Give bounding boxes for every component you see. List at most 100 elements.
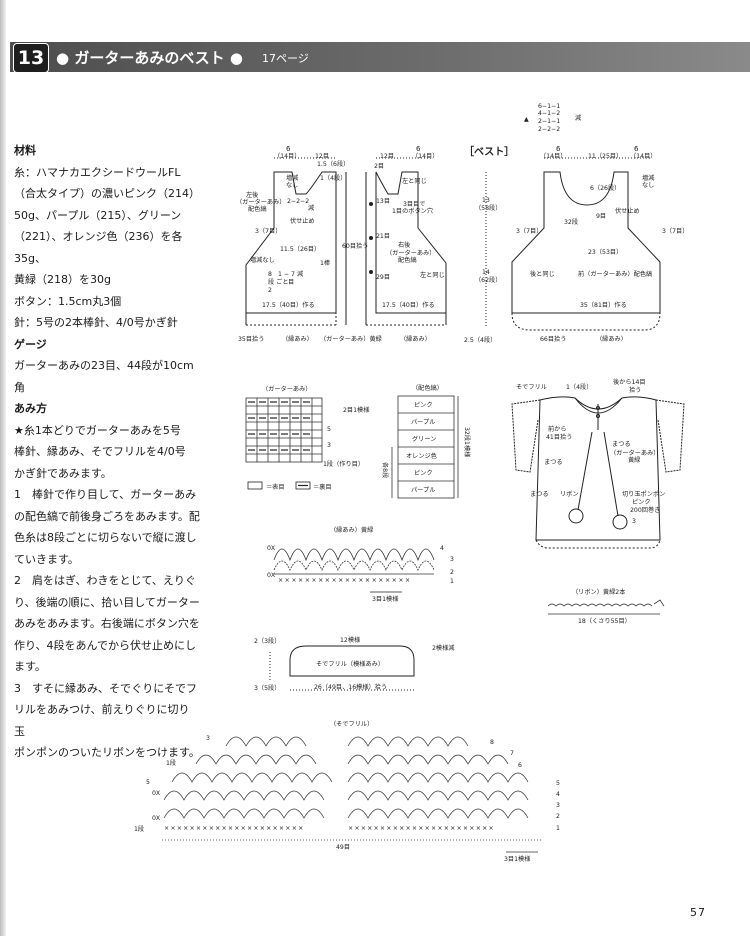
garment-label: 3 xyxy=(632,518,636,525)
vest-schematic xyxy=(485,157,661,331)
dim-label: 1目のボタン穴 xyxy=(392,207,433,215)
row-label: 2 xyxy=(556,813,560,820)
color-label: オレンジ色 xyxy=(406,452,437,460)
dim-label: 伏せ止め xyxy=(290,217,315,225)
row-label: 1段 xyxy=(134,825,144,833)
pattern-title-text: ガーターあみのベスト xyxy=(74,49,225,67)
dim-label: 2 xyxy=(268,287,272,294)
row-label: 3 xyxy=(206,735,210,742)
left-sleeve-frill xyxy=(511,399,541,473)
right-back-outline xyxy=(375,171,447,314)
dim-label: 9目 xyxy=(596,213,606,220)
dim-label: 左と同じ xyxy=(420,271,445,279)
garment-label: 拾う xyxy=(629,386,641,394)
garter-chart-grid xyxy=(245,397,323,463)
row-label: 3 xyxy=(450,556,454,563)
garment-label: リボン xyxy=(560,490,579,498)
button-hole-mark xyxy=(369,236,373,240)
color-stripe-chart xyxy=(391,395,459,499)
piece-label: 右後 xyxy=(398,241,411,249)
chart-symbol: 0X xyxy=(267,545,276,552)
ribbon-right xyxy=(603,431,619,517)
dim-label: 3（7目） xyxy=(516,228,542,235)
dim-label: 11（25目） xyxy=(588,153,622,160)
frill-outline xyxy=(289,645,415,677)
page-number: 57 xyxy=(690,906,706,919)
dim-label: 14 xyxy=(482,269,490,276)
dim-label: 12目 xyxy=(380,153,394,160)
dim-label: 6 xyxy=(634,145,639,153)
chart-symbol: 0X xyxy=(152,790,161,797)
dim-label: 35目拾う xyxy=(238,335,264,343)
dim-label: （14目） xyxy=(540,153,566,160)
dim-label: 伏せ止め xyxy=(615,207,640,215)
method-line: 棒針、縁あみ、そでフリルを4/0号 xyxy=(14,445,186,458)
garment-body xyxy=(535,396,661,541)
dec-seq: 2−2−2 xyxy=(538,126,560,133)
dim-label: 2目 xyxy=(374,163,384,170)
garment-label: 1（4段） xyxy=(566,383,592,391)
dim-label: 3目目で xyxy=(403,201,426,208)
color-label: ピンク xyxy=(414,470,433,477)
garment-label: 前から xyxy=(548,425,567,433)
frill-label: そでフリル（模様あみ） xyxy=(316,660,384,668)
row-label: 1 xyxy=(450,578,454,585)
garment-label: 200回巻き xyxy=(630,506,660,514)
dim-label: なし xyxy=(286,182,298,189)
dim-label: 3（7目） xyxy=(662,228,688,235)
color-label: パープル xyxy=(411,419,435,426)
chart-title: （そでフリル） xyxy=(330,721,373,728)
row-label: 8 xyxy=(490,739,494,746)
dim-label: （62段） xyxy=(475,276,501,284)
dim-label: 3（7目） xyxy=(255,228,281,235)
method-line: ポンポンのついたリボンをつけます。 xyxy=(14,746,200,759)
color-label: グリーン xyxy=(412,435,436,443)
page-reference: 17ページ xyxy=(262,52,309,65)
repeat-label: 3目1模様 xyxy=(372,595,399,603)
method-line: り、後端の順に、拾い目してガーター xyxy=(14,595,200,609)
row-label: 5 xyxy=(146,779,150,786)
dim-label: 29目 xyxy=(376,274,390,281)
materials-line: 黄緑（218）を30g xyxy=(14,273,111,286)
sleeve-frill-schematic xyxy=(269,645,415,691)
method-line: ます。 xyxy=(14,660,46,673)
chain-row: ×××××××××××××××××××××× xyxy=(164,825,304,832)
garment-label: ピンク xyxy=(632,499,651,506)
ribbon-chain-chart xyxy=(547,599,665,615)
vest-hem-band xyxy=(511,312,661,331)
row-label: 1 xyxy=(556,825,560,832)
dim-label: 1 − 7 減 xyxy=(278,270,304,278)
garment-label: 黄緑 xyxy=(628,456,640,464)
row-label: 1段 xyxy=(166,759,176,767)
row-label: 各8段 xyxy=(381,462,389,478)
dim-label: 前（ガーターあみ）配色縞 xyxy=(578,270,652,278)
materials-line: 針：5号の2本棒針、4/0号かぎ針 xyxy=(14,316,178,329)
dim-label: 目 xyxy=(288,279,294,286)
dim-label: （縁あみ） xyxy=(596,335,627,343)
dim-label: 6 xyxy=(286,145,291,153)
method-line: かぎ針であみます。 xyxy=(14,466,112,480)
method-line: の配色縞で前後身ごろをあみます。配 xyxy=(14,509,200,523)
button xyxy=(596,414,600,418)
dim-label: 17.5（40目）作る xyxy=(382,301,435,309)
hem-band xyxy=(535,539,661,549)
row-label: 2 xyxy=(450,569,454,576)
dim-label: 段 ごと xyxy=(268,278,289,286)
repeat-label: 2目1模様 xyxy=(343,406,370,414)
gauge-line: ガーターあみの23目、44段が10cm xyxy=(14,359,194,372)
method-line: 2 肩をはぎ、わきをとじて、えりぐ xyxy=(14,574,196,587)
garment-label: 後から14目 xyxy=(613,378,646,386)
dim-label: なし xyxy=(642,182,654,189)
dim-label: 13 xyxy=(482,197,490,204)
dim-label: 49目 xyxy=(336,844,350,851)
garment-label: まつる xyxy=(530,491,549,498)
dim-label: 2.5（4段） xyxy=(464,336,496,344)
row-label: 5 xyxy=(327,426,331,433)
method-line: ていきます。 xyxy=(14,552,79,566)
color-label: パープル xyxy=(411,487,435,494)
legend-label: ＝表目 xyxy=(266,483,285,491)
repeat-label: 32段1模様 xyxy=(463,427,471,458)
dim-label: 増減 xyxy=(286,174,299,182)
method-line: 3 すそに縁あみ、そでぐりにそでフ xyxy=(14,681,197,695)
